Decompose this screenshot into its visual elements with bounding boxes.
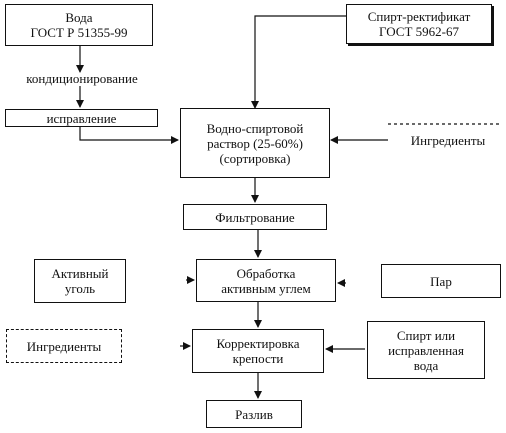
carbon-line-2: уголь	[64, 281, 96, 296]
treatment-line-2: активным углем	[221, 280, 311, 296]
spirit-water-line-2: исправленная	[388, 342, 464, 358]
filtration-label: Фильтрование	[215, 209, 295, 225]
correction-node: исправление	[5, 109, 158, 127]
water-title: Вода	[65, 10, 93, 25]
spirit-water-line-1: Спирт или	[396, 327, 456, 343]
strength-correction-node: Корректировка крепости	[192, 329, 324, 373]
carbon-line-1: Активный	[51, 266, 109, 281]
bottling-label: Разлив	[235, 406, 273, 422]
strength-line-2: крепости	[232, 351, 284, 366]
spirit-water-line-3: вода	[413, 357, 439, 373]
strength-line-1: Корректировка	[216, 336, 300, 351]
solution-line-1: Водно-спиртовой	[206, 120, 304, 136]
treatment-line-1: Обработка	[236, 265, 296, 281]
bottling-node: Разлив	[206, 400, 302, 428]
spirit-node: Спирт-ректификат ГОСТ 5962-67	[346, 4, 492, 44]
water-standard: ГОСТ Р 51355-99	[30, 25, 128, 40]
water-node: Вода ГОСТ Р 51355-99	[5, 4, 153, 46]
carbon-treatment-node: Обработка активным углем	[196, 259, 336, 302]
ingredients-top-label: Ингредиенты	[410, 133, 486, 148]
ingredients-bottom-label: Ингредиенты	[26, 338, 102, 354]
conditioning-label: кондиционирование	[26, 71, 138, 86]
filtration-node: Фильтрование	[183, 204, 327, 230]
spirit-or-water-node: Спирт или исправленная вода	[367, 321, 485, 379]
steam-label: Пар	[430, 273, 452, 289]
correction-to-solution-line	[79, 127, 179, 144]
spirit-title: Спирт-ректификат	[367, 9, 471, 24]
correction-label: исправление	[46, 110, 117, 126]
spirit-to-solution-line	[251, 15, 346, 109]
active-carbon-node: Активный уголь	[34, 259, 126, 303]
spirit-standard: ГОСТ 5962-67	[379, 24, 459, 39]
ingredients-bottom-node: Ингредиенты	[6, 329, 122, 363]
solution-line-3: (сортировка)	[219, 150, 291, 166]
steam-node: Пар	[381, 264, 501, 298]
water-spirit-solution-node: Водно-спиртовой раствор (25-60%) (сортир…	[180, 108, 330, 178]
solution-line-2: раствор (25-60%)	[207, 135, 303, 151]
